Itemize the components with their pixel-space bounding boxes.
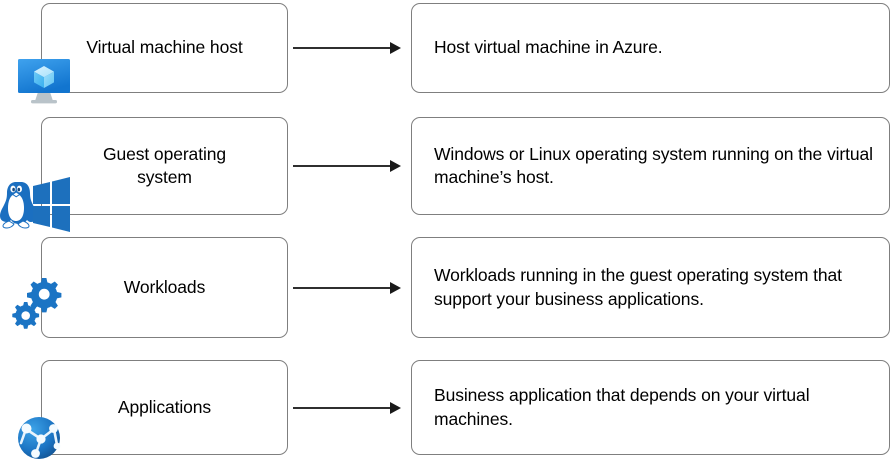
network-globe-icon — [16, 415, 64, 461]
description-box-applications[interactable]: Business application that depends on you… — [411, 360, 890, 455]
arrow-workloads — [293, 282, 403, 294]
arrow-guest-operating-system — [293, 160, 403, 172]
term-box-virtual-machine-host[interactable]: Virtual machine host — [41, 3, 288, 93]
term-label-virtual-machine-host: Virtual machine host — [86, 37, 243, 58]
description-text-guest-operating-system: Windows or Linux operating system runnin… — [434, 143, 873, 187]
term-box-applications[interactable]: Applications — [41, 360, 288, 455]
term-label-applications: Applications — [117, 396, 212, 417]
arrow-applications — [293, 402, 403, 414]
description-text-virtual-machine-host: Host virtual machine in Azure. — [434, 37, 663, 58]
azure-virtual-machine-icon — [16, 56, 72, 106]
description-text-applications: Business application that depends on you… — [434, 385, 810, 429]
arrow-virtual-machine-host — [293, 42, 403, 54]
term-box-workloads[interactable]: Workloads — [41, 237, 288, 338]
gears-icon — [12, 276, 64, 332]
term-label-workloads: Workloads — [123, 276, 206, 297]
description-box-workloads[interactable]: Workloads running in the guest operating… — [411, 237, 890, 338]
description-text-workloads: Workloads running in the guest operating… — [434, 265, 842, 309]
linux-windows-os-icon — [0, 176, 72, 234]
description-box-guest-operating-system[interactable]: Windows or Linux operating system runnin… — [411, 117, 890, 215]
description-box-virtual-machine-host[interactable]: Host virtual machine in Azure. — [411, 3, 890, 93]
term-label-guest-operating-system: Guest operating system — [102, 143, 227, 187]
term-box-guest-operating-system[interactable]: Guest operating system — [41, 117, 288, 215]
